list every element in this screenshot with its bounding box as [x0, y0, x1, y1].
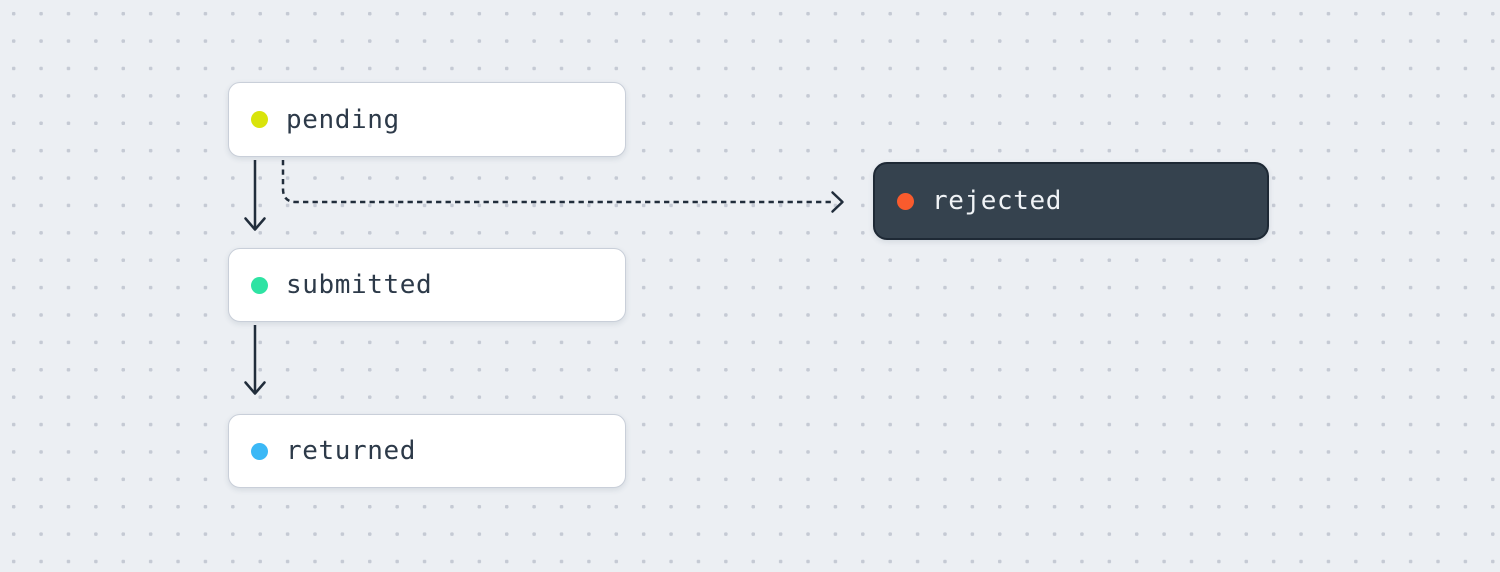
node-rejected[interactable]: rejected — [873, 162, 1269, 240]
node-label: pending — [286, 104, 400, 135]
node-label: rejected — [932, 186, 1063, 216]
edge-pending-to-rejected — [281, 160, 835, 204]
node-pending[interactable]: pending — [228, 82, 626, 157]
node-label: returned — [286, 436, 417, 466]
status-dot-icon — [897, 192, 914, 210]
node-returned[interactable]: returned — [228, 414, 626, 488]
status-dot-icon — [251, 442, 268, 460]
node-label: submitted — [286, 270, 433, 300]
node-submitted[interactable]: submitted — [228, 248, 626, 322]
arrowhead-icon — [244, 217, 266, 231]
arrowhead-icon — [244, 381, 266, 395]
status-dot-icon — [251, 111, 268, 128]
arrowhead-icon — [831, 191, 844, 213]
status-dot-icon — [251, 276, 268, 294]
